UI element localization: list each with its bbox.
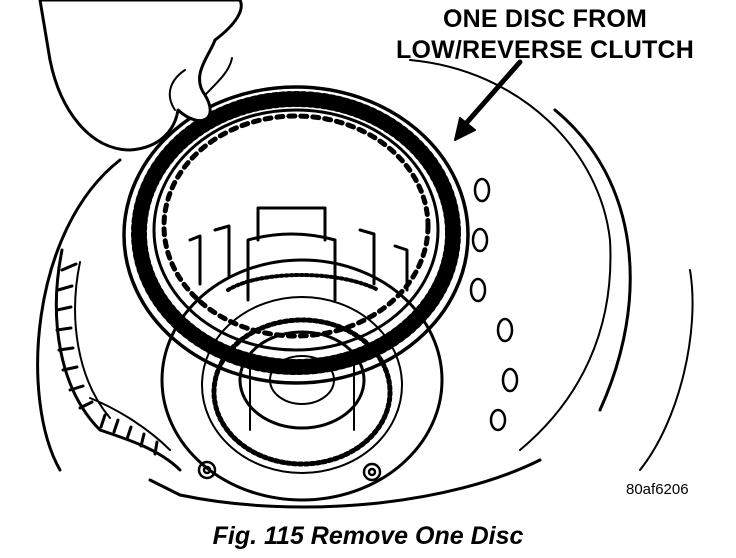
figure-caption: Fig. 115 Remove One Disc xyxy=(212,522,524,550)
clutch-disc xyxy=(122,85,470,385)
transmission-case xyxy=(36,59,694,509)
callout-label: ONE DISC FROM LOW/REVERSE CLUTCH xyxy=(360,4,730,66)
case-ports xyxy=(197,177,519,482)
figure-id: 80af6206 xyxy=(626,481,689,498)
transmission-illustration xyxy=(36,0,694,509)
hand xyxy=(38,0,243,152)
callout-line-2: LOW/REVERSE CLUTCH xyxy=(395,36,695,64)
callout-line-1: ONE DISC FROM xyxy=(443,5,647,33)
planetary-hub xyxy=(160,206,444,502)
reaction-gear-teeth xyxy=(54,248,182,472)
callout-arrow xyxy=(454,59,523,141)
